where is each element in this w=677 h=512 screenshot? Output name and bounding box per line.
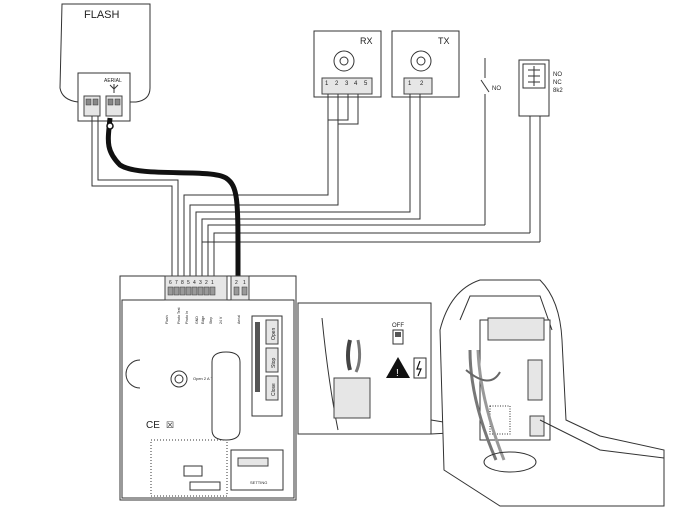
aerial-cable [105, 117, 241, 276]
edge-label-8k2: 8k2 [553, 88, 563, 94]
board-terminal-number: 2 [205, 280, 208, 286]
board-terminal-number: 6 [169, 280, 172, 286]
board-terminal-screw [203, 286, 210, 296]
board-terminal-label: Photo In [185, 311, 189, 324]
flash-aerial-label: AERIAL [104, 78, 122, 84]
lightning-icon [413, 357, 427, 379]
board-terminal-screw [179, 286, 186, 296]
close-button-label: Close [271, 383, 277, 396]
board-terminal-screw [173, 286, 180, 296]
rx-label: RX [360, 36, 373, 46]
inset-detail: OFF ! [297, 302, 432, 435]
tx-photocell: TX 1 2 [391, 30, 460, 98]
board-terminal-screw [191, 286, 198, 296]
board-terminal-label: Edge [201, 316, 205, 324]
stop-button[interactable] [265, 347, 279, 373]
pushbutton-switch: NO [480, 58, 501, 225]
open-button[interactable] [265, 319, 279, 345]
open-button-label: Open [271, 328, 277, 340]
tx-lens-icon [410, 50, 432, 72]
svg-text:!: ! [396, 368, 399, 379]
tx-label: TX [438, 36, 450, 46]
weee-icon: ☒ [166, 420, 174, 430]
board-terminal-screw [233, 286, 240, 296]
module-label: SETTING [250, 480, 267, 485]
board-terminal-number: 5 [187, 280, 190, 286]
flash-label: FLASH [84, 9, 120, 21]
tx-terminal-1: 1 [408, 81, 412, 87]
board-terminal-label: Aerial [237, 315, 241, 324]
stop-button-label: Stop [271, 357, 277, 368]
board-terminal-number: 8 [181, 280, 184, 286]
board-terminal-label: Step [209, 317, 213, 324]
board-terminal-screw [197, 286, 204, 296]
board-terminal-number: 7 [175, 280, 178, 286]
aerial-connector [106, 122, 114, 130]
edge-label-no: NO [553, 72, 562, 78]
board-terminal-number: 1 [243, 280, 246, 286]
board-terminal-number: 1 [211, 280, 214, 286]
board-terminal-screw [167, 286, 174, 296]
edge-label-nc: NC [553, 80, 562, 86]
switch-label: NO [492, 86, 501, 92]
key-switch-icon [170, 370, 188, 388]
warning-icon [386, 357, 410, 378]
rx-photocell: RX 1 2 3 4 5 [313, 30, 382, 98]
close-button[interactable] [265, 375, 279, 401]
rx-terminal-2: 2 [335, 81, 339, 87]
board-terminal-number: 4 [193, 280, 196, 286]
board-terminal-label: Flash [165, 315, 169, 324]
rx-terminal-4: 4 [354, 81, 358, 87]
off-label: OFF [392, 323, 404, 329]
wiring [91, 94, 540, 276]
board-terminal-label: 24 V [219, 316, 223, 324]
safety-edge: NO NC 8k2 [518, 59, 563, 242]
board-terminal-label: GND [195, 316, 199, 324]
rx-lens-icon [333, 50, 355, 72]
rx-terminal-1: 1 [325, 81, 329, 87]
key-label: Open 2 A T [193, 376, 213, 381]
board-terminal-label: Photo Test [177, 307, 181, 324]
rx-terminal-5: 5 [364, 81, 368, 87]
board-terminal-number: 2 [235, 280, 238, 286]
flash-unit: FLASH AERIAL [59, 3, 151, 122]
tx-terminal-2: 2 [420, 81, 424, 87]
board-terminal-screw [209, 286, 216, 296]
ce-mark: CE [146, 420, 160, 431]
led-indicator [255, 322, 260, 392]
operator-housing [439, 279, 665, 507]
board-terminal-screw [241, 286, 248, 296]
aerial-icon [109, 84, 119, 93]
board-terminal-number: 3 [199, 280, 202, 286]
rx-terminal-3: 3 [345, 81, 349, 87]
board-terminal-screw [185, 286, 192, 296]
